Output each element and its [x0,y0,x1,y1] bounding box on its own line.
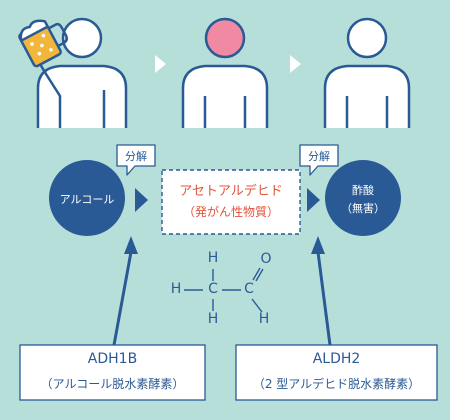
decompose-tag-1: 分解 [125,150,147,163]
decompose-tag-1-box [116,144,156,176]
acetic-acid-label: 酢酸 [352,184,374,197]
chevron-right-icon [155,55,166,73]
decompose-tag-2-box [299,144,339,176]
acetaldehyde-label: アセトアルデヒド [179,184,283,199]
person-drinking-icon [18,17,128,128]
person-1-body [36,64,128,128]
person-1-head [61,17,103,59]
aldh2-desc: （2 型アルデヒド脱水素酵素） [252,377,421,391]
formula-h-left: H [170,281,182,297]
formula-h-bottom-2: H [258,311,270,327]
person-flushed-icon [181,17,269,128]
alcohol-node-circle [49,160,125,236]
formula-h-bottom-1: H [207,311,219,327]
acetic-acid-note: （無害） [341,202,385,215]
aldh2-box [235,344,438,401]
down-arrow-icon [311,236,332,346]
formula-c-1: C [208,281,218,297]
adh1b-name: ADH1B [87,351,138,367]
formula-o: O [260,251,272,267]
alcohol-label: アルコール [59,193,115,206]
person-icon [323,17,411,128]
person-1-raised-arm [38,62,62,98]
acetaldehyde-box [161,169,301,235]
flow-arrow-2 [307,188,320,212]
chevron-right-icon [290,55,301,73]
formula-c-2: C [244,281,254,297]
acetic-acid-node-circle [325,160,401,236]
adh1b-box [19,344,206,401]
adh1b-desc: （アルコール脱水素酵素） [40,377,185,391]
flow-arrow-1 [135,188,148,212]
down-arrow-icon [112,236,138,346]
acetaldehyde-note: （発がん性物質） [182,205,279,219]
formula-h-top: H [207,250,219,266]
flushed-face-icon [204,17,246,59]
decompose-tag-2: 分解 [308,150,330,163]
beer-mug-icon [18,19,68,68]
aldh2-name: ALDH2 [312,351,361,367]
formula-bonds [184,267,264,313]
